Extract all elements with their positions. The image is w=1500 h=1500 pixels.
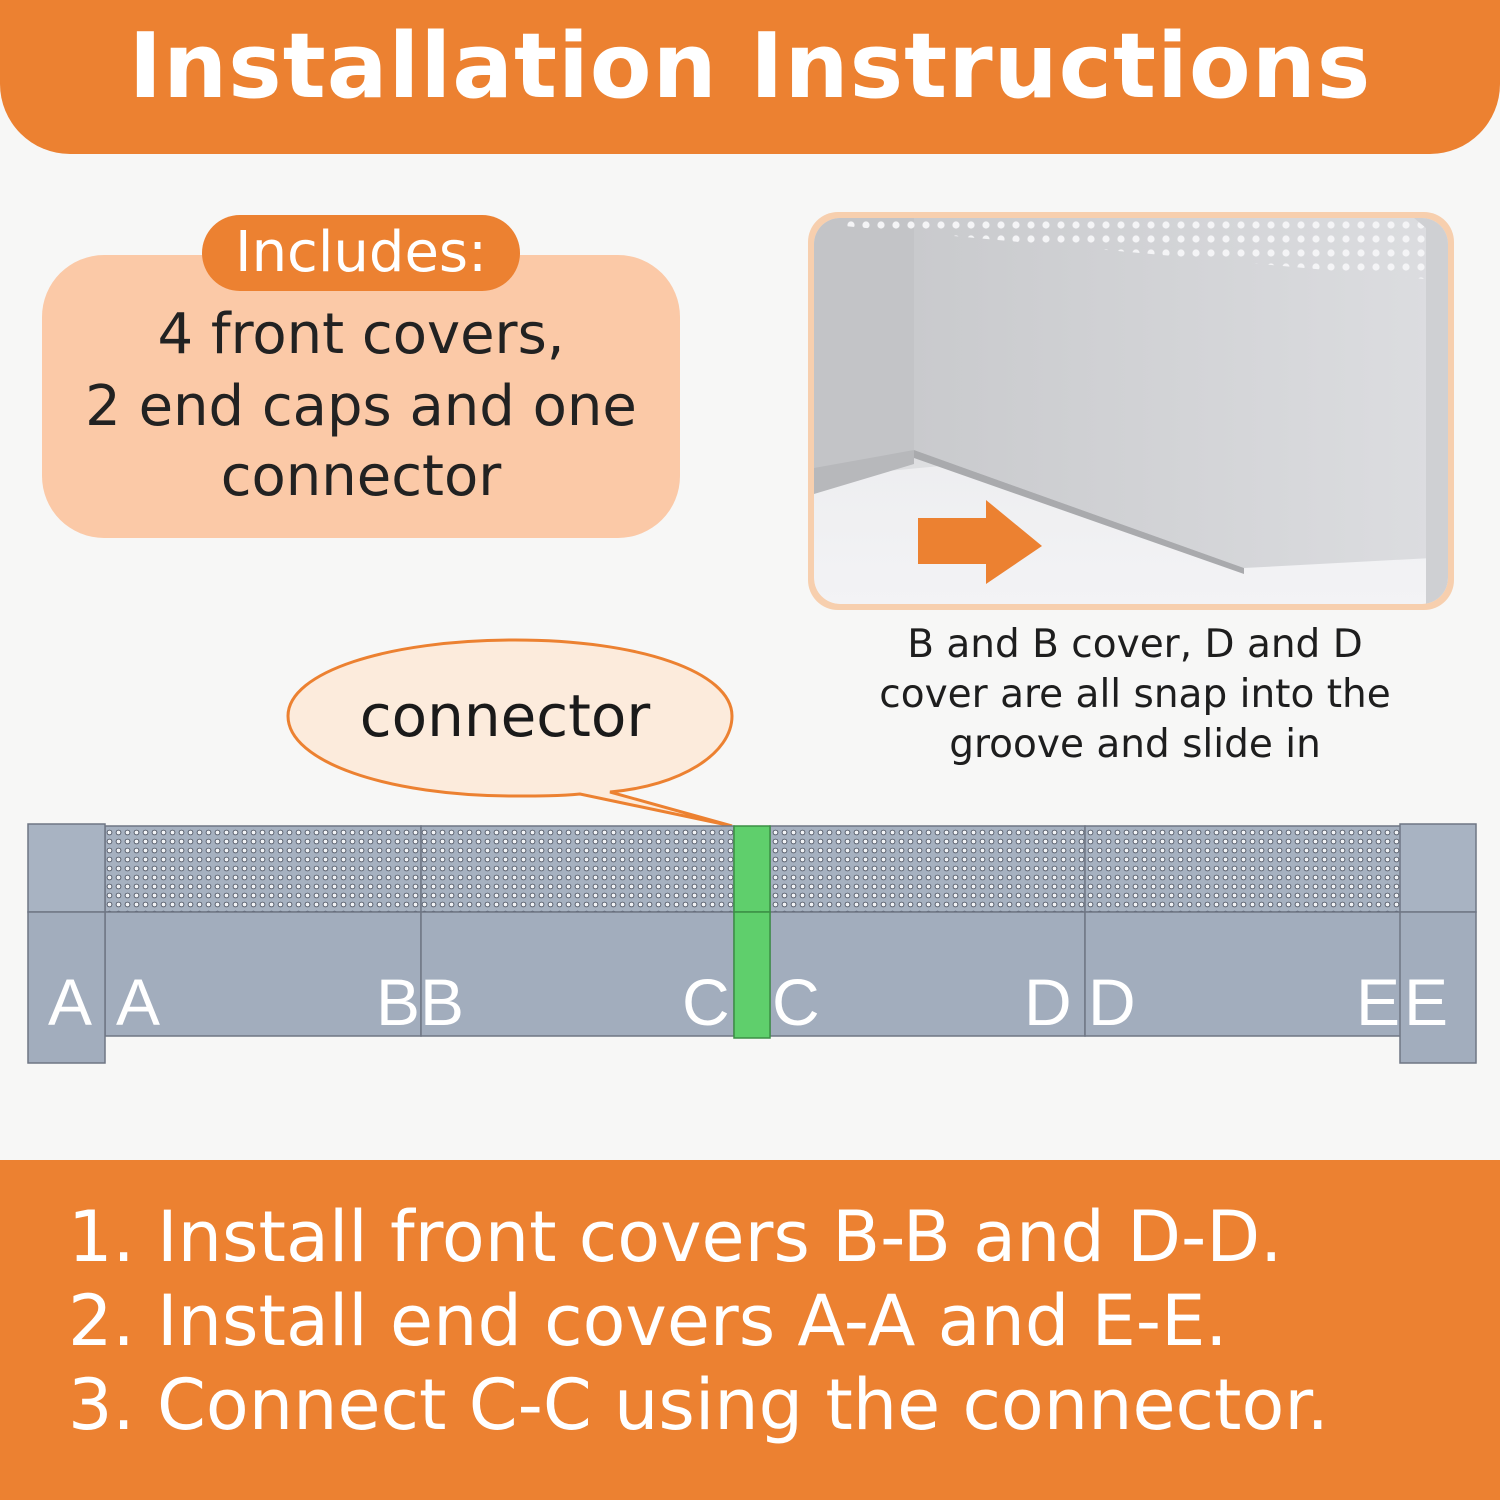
label-e-right: E	[1404, 965, 1449, 1039]
cover-photo	[814, 218, 1448, 604]
page-title: Installation Instructions	[128, 14, 1372, 119]
step-3: 3. Connect C-C using the connector.	[68, 1364, 1329, 1446]
includes-line-1: 4 front covers,	[157, 302, 565, 367]
front-cover-cd	[769, 825, 1086, 1037]
label-e-left: E	[1356, 965, 1401, 1039]
steps-panel	[0, 1160, 1500, 1500]
front-cover-de	[1084, 825, 1402, 1037]
end-cap-left	[27, 823, 106, 1064]
step-1: 1. Install front covers B-B and D-D.	[68, 1196, 1283, 1278]
front-cover-ab	[104, 825, 422, 1037]
caption-line-2: cover are all snap into the	[879, 672, 1391, 717]
includes-pill	[202, 215, 520, 291]
end-cap-right	[1399, 823, 1477, 1064]
front-cover-bc	[420, 825, 735, 1037]
label-c-left: C	[682, 965, 730, 1039]
label-b-left: B	[376, 965, 421, 1039]
includes-line-3: connector	[220, 444, 502, 509]
connector-callout-bubble	[286, 638, 734, 828]
connector-callout-text: connector	[359, 682, 651, 750]
label-d-left: D	[1024, 965, 1072, 1039]
step-2: 2. Install end covers A-A and E-E.	[68, 1280, 1228, 1362]
connector-piece	[733, 825, 771, 1039]
label-c-right: C	[772, 965, 820, 1039]
assembly-diagram	[27, 823, 1477, 1064]
label-a-right: A	[116, 965, 161, 1039]
label-d-right: D	[1088, 965, 1136, 1039]
caption-line-3: groove and slide in	[949, 722, 1321, 767]
caption-line-1: B and B cover, D and D	[907, 622, 1363, 667]
includes-label: Includes:	[235, 220, 487, 285]
includes-line-2: 2 end caps and one	[85, 374, 637, 439]
includes-box	[42, 255, 680, 538]
right-arrow-icon	[918, 500, 1042, 584]
label-a-left: A	[48, 965, 93, 1039]
label-b-right: B	[420, 965, 465, 1039]
header-banner	[0, 0, 1500, 154]
